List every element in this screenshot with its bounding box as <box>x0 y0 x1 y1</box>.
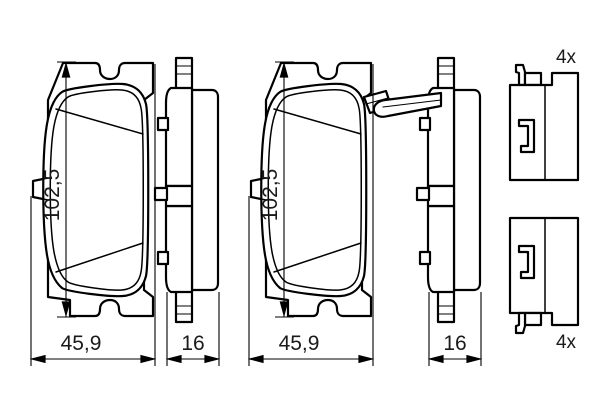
pad-2-side-middle-band <box>426 184 456 208</box>
pad-1-friction-outline <box>42 82 150 298</box>
clip-bottom-cutout <box>517 244 536 280</box>
pad-2-thickness-arrow-left <box>427 354 444 364</box>
pad-2-side-wear-sensor-arm <box>372 91 443 118</box>
pad-1-thickness-arrow-right <box>204 354 221 364</box>
pad-2-friction-outline <box>260 82 368 298</box>
pad-1-side-middle-band <box>164 184 194 208</box>
pad-1-width-label: 45,9 <box>61 332 102 355</box>
pad-2-side-nub-mid <box>415 186 431 202</box>
pad-1-left-ear <box>32 177 49 201</box>
clip-bottom-quantity-label: 4x <box>556 332 577 353</box>
pad-1-side-friction-lower <box>164 204 194 294</box>
pad-2-width-arrow-left <box>247 354 264 364</box>
pad-1-chamfer-top <box>55 108 144 135</box>
pad-1-face-view: 102,5 45,9 <box>29 61 157 366</box>
pad-1-height-arrow-bottom <box>61 301 71 318</box>
pad-1-width-arrow-right <box>140 354 157 364</box>
pad-2-side-nub-top <box>418 116 432 132</box>
clip-bottom-view: 4x <box>508 216 580 353</box>
pad-2-side-wear-sensor-arm-split <box>382 99 442 108</box>
pad-1-side-friction-upper <box>164 86 194 188</box>
pad-2-side-view: 16 <box>372 56 483 366</box>
pad-1-side-nub-mid <box>153 186 169 202</box>
pad-2-left-ear <box>250 177 267 201</box>
pad-1-thickness-arrow-left <box>165 354 182 364</box>
pad-2-height-arrow-bottom <box>279 301 289 318</box>
clip-top-cutout <box>517 118 536 154</box>
pad-1-chamfer-bottom <box>55 242 144 273</box>
pad-2-width-label: 45,9 <box>279 332 320 355</box>
pad-1-width-arrow-left <box>29 354 46 364</box>
pad-2-side-friction-lower <box>426 204 456 294</box>
pad-2-side-nub-bottom <box>418 250 432 266</box>
pad-2-face-view: 102,5 45,9 <box>247 61 393 366</box>
pad-1-side-nub-bottom <box>156 250 170 266</box>
pad-2-height-arrow-top <box>279 61 289 78</box>
pad-2-chamfer-top <box>273 108 362 135</box>
clip-top-body <box>508 71 580 182</box>
clip-top-quantity-label: 4x <box>556 47 577 68</box>
pad-1-thickness-label: 16 <box>181 332 204 355</box>
clip-bottom-hook <box>514 311 527 335</box>
pad-2-height-label: 102,5 <box>259 169 282 222</box>
pad-2-thickness-arrow-right <box>466 354 483 364</box>
pad-2-thickness-label: 16 <box>443 332 466 355</box>
pad-1-side-plate <box>190 88 220 292</box>
pad-1-side-nub-top <box>156 116 170 132</box>
pad-2-chamfer-bottom <box>273 242 362 273</box>
pad-1-side-view: 16 <box>153 56 221 366</box>
clip-bottom-body <box>508 216 580 327</box>
pad-2-friction-inner <box>267 89 362 291</box>
pad-1-height-arrow-top <box>61 61 71 78</box>
clip-bottom-tab <box>523 311 543 327</box>
pad-1-height-label: 102,5 <box>41 169 64 222</box>
pad-1-friction-inner <box>49 89 144 291</box>
pad-2-width-arrow-right <box>358 354 375 364</box>
pad-2-side-plate <box>452 88 482 292</box>
clip-top-tab <box>523 71 543 87</box>
clip-top-hook <box>514 63 527 87</box>
clip-top-view: 4x <box>508 47 580 182</box>
